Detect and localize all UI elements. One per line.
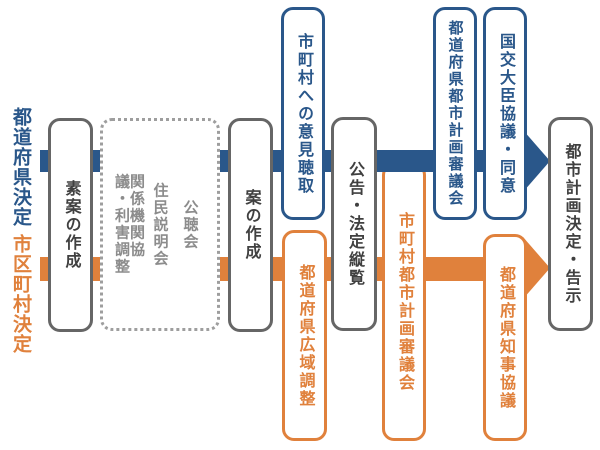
wide-area-coordination-text: 都道府県広域調整: [296, 263, 314, 408]
public-notice-box: 公告・法定縦覧: [331, 117, 377, 331]
consultation-dotted-box: 関係機関協議・利害調整 住民説明会 公聴会: [100, 118, 220, 331]
agency-coordination-text: 関係機関協議・利害調整: [113, 172, 145, 275]
final-decision-box: 都市計画決定・告示: [548, 117, 593, 331]
municipal-planning-council-text: 市町村都市計画審議会: [396, 212, 413, 392]
draft-creation-box: 素案の作成: [48, 118, 93, 332]
municipality-flow-arrowhead-icon: [523, 237, 550, 299]
minister-consultation-text: 国交大臣協議・同意: [497, 32, 514, 195]
wide-area-coordination-box: 都道府県広域調整: [282, 230, 327, 441]
prefecture-flow-arrowhead-icon: [523, 130, 550, 192]
municipal-planning-council-box: 市町村都市計画審議会: [382, 163, 426, 441]
plan-creation-text: 案の作成: [242, 189, 260, 261]
public-hearing-text: 公聴会: [181, 199, 199, 250]
prefectural-planning-council-box: 都道府県都市計画審議会: [433, 7, 477, 220]
minister-consultation-box: 国交大臣協議・同意: [483, 7, 527, 220]
resident-briefing-text: 住民説明会: [151, 182, 169, 267]
municipal-hearing-text: 市町村への意見聴取: [295, 32, 312, 195]
prefectural-planning-council-text: 都道府県都市計画審議会: [446, 20, 464, 207]
plan-creation-box: 案の作成: [228, 118, 273, 332]
municipal-hearing-box: 市町村への意見聴取: [281, 7, 325, 220]
municipality-decision-label: 市区町村決定: [10, 234, 31, 354]
final-decision-text: 都市計画決定・告示: [562, 143, 580, 305]
prefecture-decision-label: 都道府県決定: [10, 107, 31, 227]
public-notice-text: 公告・法定縦覧: [346, 161, 363, 287]
draft-creation-text: 素案の作成: [62, 180, 80, 270]
governor-consultation-text: 都道府県知事協議: [497, 265, 514, 410]
governor-consultation-box: 都道府県知事協議: [483, 234, 527, 441]
